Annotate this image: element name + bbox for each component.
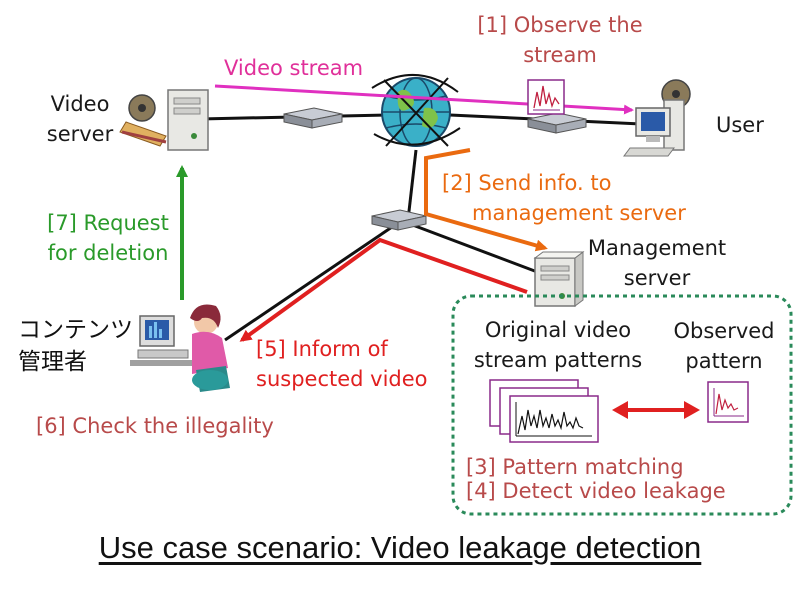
step2-label-line2: management server: [472, 201, 686, 225]
send-info-arrow: [424, 148, 548, 252]
observed-pattern-icon: [707, 381, 749, 423]
user-label: User: [716, 113, 764, 137]
matching-double-arrow: [612, 401, 700, 419]
video-server-icon: [119, 89, 209, 151]
router-icon: [371, 209, 427, 231]
step3-label: [3] Pattern matching: [466, 455, 684, 479]
step4-label: [4] Detect video leakage: [466, 479, 726, 503]
content-manager-label: コンテンツ 管理者: [18, 317, 133, 375]
original-patterns-label: Original video stream patterns: [473, 318, 643, 372]
router-icon: [527, 112, 587, 134]
router-icon: [283, 107, 343, 129]
observed-stream-waveform-icon: [527, 79, 565, 115]
management-server-box: [451, 294, 793, 516]
inform-arrow: [239, 237, 528, 342]
step5-label: [5] Inform of suspected video: [256, 337, 428, 391]
content-manager-person-icon: [130, 304, 230, 392]
observed-pattern-label: Observed pattern: [673, 319, 775, 373]
user-computer-icon: [623, 79, 691, 157]
internet-globe-icon: [371, 74, 461, 147]
video-stream-label: Video stream: [224, 56, 364, 80]
video-server-label: Video server: [46, 92, 114, 146]
network-links: [199, 113, 641, 342]
original-patterns-stack-icon: [489, 379, 599, 443]
step6-label: [6] Check the illegality: [36, 414, 274, 438]
management-server-label: Management server: [587, 236, 727, 290]
step7-label: [7] Request for deletion: [47, 211, 169, 265]
step2-label-line1: [2] Send info. to: [442, 171, 612, 195]
management-server-icon: [533, 251, 585, 307]
step1-label: [1] Observe the stream: [477, 13, 643, 67]
page-title: Use case scenario: Video leakage detecti…: [98, 530, 702, 565]
